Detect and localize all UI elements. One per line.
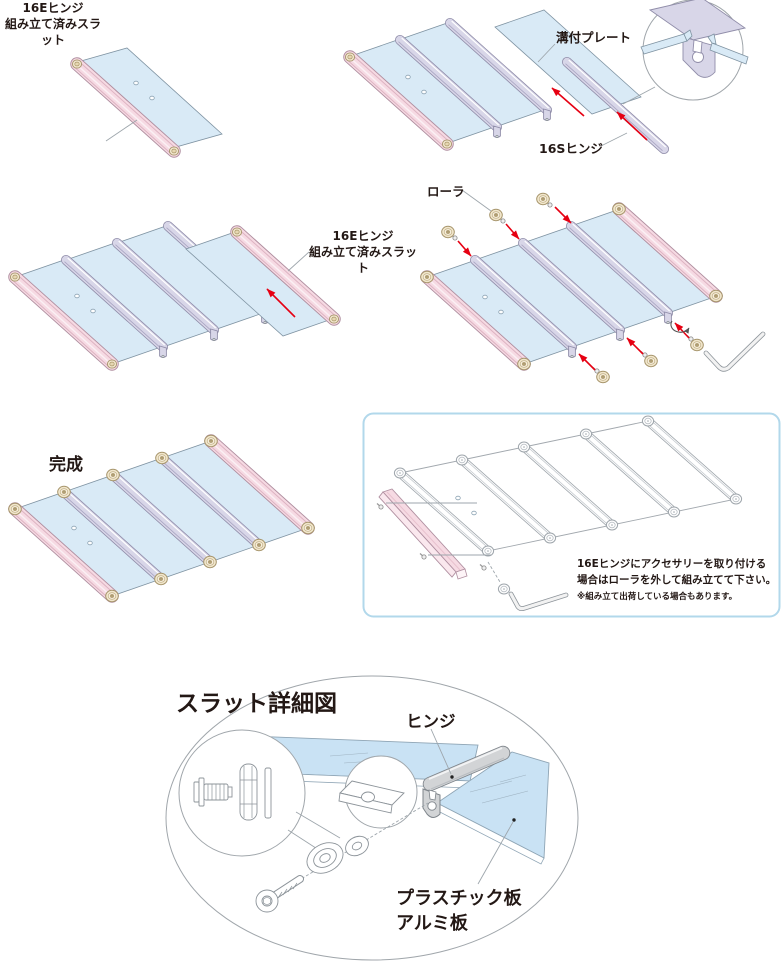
- detail-hinge-bar: [422, 745, 511, 818]
- red-arrow: [551, 87, 585, 117]
- rotation-arrow-icon: [670, 320, 690, 334]
- grooved-plate: [494, 9, 642, 117]
- step4-roller-attach-illustration: [421, 189, 766, 384]
- step1-single-slat-illustration: [72, 47, 223, 155]
- step1-caption-line2: 組み立て済みスラット: [4, 17, 101, 47]
- red-arrow: [457, 240, 472, 257]
- note-text-fineprint: ※組み立て出荷している場合もあります。: [577, 592, 738, 602]
- loose-rollers-top: [441, 192, 572, 257]
- plate-material-line2: アルミ板: [396, 913, 468, 934]
- leader-line: [622, 86, 656, 105]
- step1-caption: 16Eヒンジ 組み立て済みスラット: [0, 0, 106, 48]
- accessory-rail: [378, 488, 468, 580]
- note-text: 16Eヒンジにアクセサリーを取り付ける 場合はローラを外して組み立てて下さい。 …: [577, 556, 776, 604]
- loose-rollers-bottom: [578, 322, 704, 384]
- hinge-cross-section-inset: [640, 0, 749, 101]
- red-arrow: [616, 111, 648, 141]
- red-arrow: [674, 322, 690, 339]
- step1-caption-line1: 16Eヒンジ: [22, 1, 84, 15]
- 16s-hinge-label: 16Sヒンジ: [539, 141, 603, 156]
- red-arrow: [266, 288, 296, 318]
- accessory-note-box: [362, 412, 781, 618]
- note-text-line1: 16Eヒンジにアクセサリーを取り付ける: [577, 558, 767, 570]
- leader-line: [287, 251, 310, 272]
- parts-magnifier-circle: [178, 729, 306, 857]
- leader-line: [537, 43, 556, 63]
- red-arrow: [578, 353, 596, 371]
- grooved-plate-label: 溝付プレート: [556, 30, 632, 45]
- plate-material-line1: プラスチック板: [396, 888, 522, 909]
- step3-caption-line2: 組み立て済みスラット: [308, 245, 417, 275]
- red-arrow: [554, 206, 572, 224]
- roller-label: ローラ: [427, 184, 465, 199]
- slat-detail-figure: [165, 675, 579, 961]
- leader-line: [600, 132, 628, 147]
- hex-key-icon: [703, 331, 766, 372]
- notch-magnifier-circle: [338, 755, 418, 829]
- complete-label: 完成: [49, 455, 83, 475]
- red-arrow: [626, 337, 644, 355]
- leader-line: [487, 561, 501, 583]
- exploded-screw-parts: [255, 802, 429, 913]
- plate-material-label: プラスチック板 アルミ板: [396, 886, 522, 936]
- step3-slide-slat-illustration: [10, 224, 338, 368]
- leader-line: [461, 189, 492, 212]
- note-text-line2: 場合はローラを外して組み立てて下さい。: [577, 574, 777, 586]
- hinge-label: ヒンジ: [406, 712, 456, 731]
- step2-slide-in-illustration: [345, 0, 749, 151]
- red-arrow: [505, 223, 520, 240]
- detail-title: スラット詳細図: [176, 691, 337, 717]
- step3-caption: 16Eヒンジ 組み立て済みスラット: [306, 228, 420, 276]
- hex-key-icon: [508, 591, 569, 611]
- 16s-hinge-bar: [566, 60, 666, 151]
- leader-line: [105, 119, 138, 142]
- step3-caption-line1: 16Eヒンジ: [332, 229, 394, 243]
- detail-ellipse: [165, 675, 579, 961]
- sliding-16e-slat: [185, 228, 339, 337]
